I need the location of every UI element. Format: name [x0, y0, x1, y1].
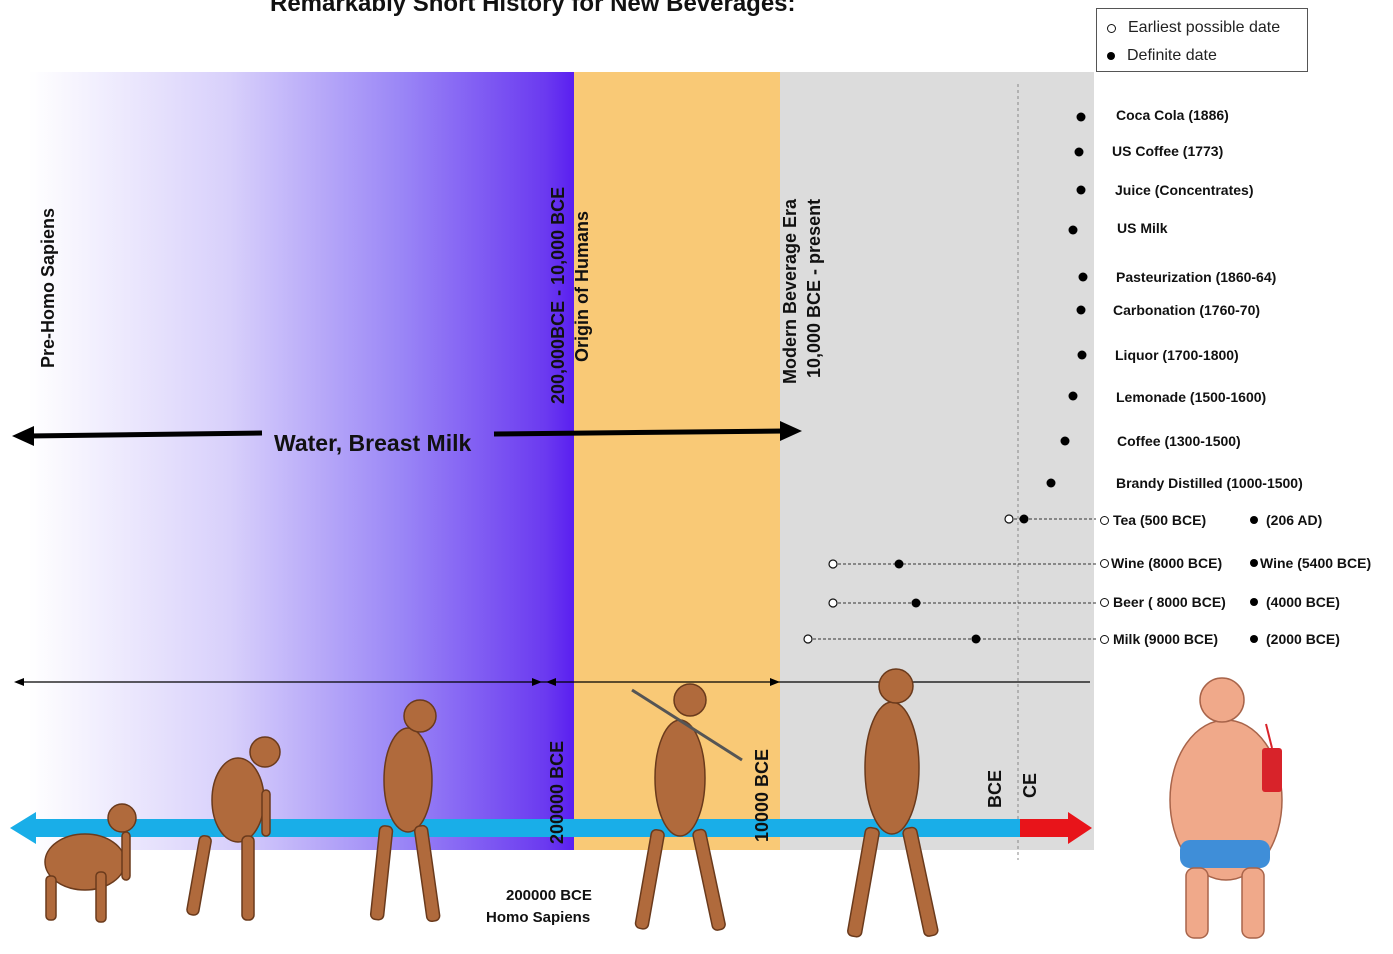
wine-earliest-text: Wine (8000 BCE)	[1111, 555, 1223, 571]
bce-timeline-arrow	[10, 812, 1020, 844]
open-dot-icon	[1100, 597, 1109, 607]
beverage-label-pasteurization: Pasteurization (1860-64)	[1116, 269, 1277, 285]
beverage-label-us-coffee: US Coffee (1773)	[1112, 143, 1224, 159]
pasteurization-dot	[1078, 272, 1088, 282]
legend-earliest: Earliest possible date	[1107, 19, 1280, 37]
beer-earliest-label: Beer ( 8000 BCE)	[1100, 594, 1226, 610]
open-dot-icon	[1100, 558, 1109, 568]
milk-definite-label: (2000 BCE)	[1250, 631, 1340, 647]
legend-definite-label: Definite date	[1127, 47, 1217, 64]
milk-range	[803, 634, 1096, 644]
early-hominid-figure	[186, 736, 281, 921]
ce-timeline-arrow	[1020, 812, 1092, 844]
beverage-label-carbonation: Carbonation (1760-70)	[1113, 302, 1261, 318]
open-dot-icon	[1100, 515, 1109, 525]
beverage-label-brandy: Brandy Distilled (1000-1500)	[1116, 475, 1303, 491]
wine-earliest-label: Wine (8000 BCE)	[1100, 555, 1222, 571]
beer-range	[828, 598, 1096, 608]
timeline-10000-bce-label: 10000 BCE	[752, 748, 772, 842]
milk-definite-text: (2000 BCE)	[1266, 631, 1340, 647]
beverage-dots	[1046, 112, 1088, 488]
water-arrow	[12, 421, 802, 446]
tea-definite-label: (206 AD)	[1250, 512, 1322, 528]
filled-dot-icon	[1250, 559, 1258, 567]
modern-beverage-era-region	[780, 72, 1094, 850]
timeline-200000-bce-label: 200000 BCE	[547, 740, 567, 844]
filled-dot-icon	[1250, 598, 1258, 606]
beer-definite-label: (4000 BCE)	[1250, 594, 1340, 610]
homo-sapiens-year: 200000 BCE	[506, 887, 592, 904]
timeline-ce-label: CE	[1020, 772, 1040, 798]
legend-definite: Definite date	[1107, 47, 1217, 65]
us-coffee-dot	[1074, 147, 1084, 157]
modern-human-figure	[847, 668, 939, 938]
open-dot-icon	[1107, 23, 1116, 33]
filled-dot-icon	[1250, 635, 1258, 643]
carbonation-dot	[1076, 305, 1086, 315]
tea-range	[1004, 514, 1096, 524]
lemonade-dot	[1068, 391, 1078, 401]
timeline-bce-label: BCE	[985, 769, 1005, 808]
diagram-title: Remarkably Short History for New Beverag…	[270, 0, 796, 17]
tea-earliest-label: Tea (500 BCE)	[1100, 512, 1206, 528]
filled-dot-icon	[1107, 52, 1115, 60]
beverage-label-juice: Juice (Concentrates)	[1115, 182, 1254, 198]
wine-definite-label: Wine (5400 BCE)	[1250, 555, 1371, 571]
pre-homo-sapiens-region	[0, 72, 574, 850]
legend-earliest-label: Earliest possible date	[1128, 19, 1281, 36]
coffee-dot	[1060, 436, 1070, 446]
tea-definite-text: (206 AD)	[1266, 512, 1323, 528]
brandy-dot	[1046, 478, 1056, 488]
ape-figure	[44, 803, 137, 923]
us-milk-dot	[1068, 225, 1078, 235]
juice-dot	[1076, 185, 1086, 195]
milk-earliest-text: Milk (9000 BCE)	[1113, 631, 1219, 647]
wine-range	[828, 559, 1096, 569]
coca-cola-dot	[1076, 112, 1086, 122]
legend: Earliest possible date Definite date	[1096, 8, 1308, 72]
homo-sapiens-hunter-figure	[631, 683, 743, 931]
obese-human-figure	[1169, 677, 1283, 939]
soda-cup-icon	[1262, 748, 1282, 792]
beverage-label-coca-cola: Coca Cola (1886)	[1116, 107, 1229, 123]
beverage-label-lemonade: Lemonade (1500-1600)	[1116, 389, 1267, 405]
liquor-dot	[1077, 350, 1087, 360]
era-span-arrows	[14, 678, 1090, 686]
tea-earliest-text: Tea (500 BCE)	[1113, 512, 1207, 528]
beer-earliest-text: Beer ( 8000 BCE)	[1113, 594, 1226, 610]
homo-sapiens-name: Homo Sapiens	[486, 909, 591, 926]
milk-earliest-label: Milk (9000 BCE)	[1100, 631, 1218, 647]
beverage-label-liquor: Liquor (1700-1800)	[1115, 347, 1239, 363]
archaic-human-figure	[369, 699, 441, 923]
filled-dot-icon	[1250, 516, 1258, 524]
beverage-label-us-milk: US Milk	[1117, 220, 1168, 236]
beer-definite-text: (4000 BCE)	[1266, 594, 1340, 610]
wine-definite-text: Wine (5400 BCE)	[1260, 555, 1372, 571]
open-dot-icon	[1100, 634, 1109, 644]
beverage-label-coffee: Coffee (1300-1500)	[1117, 433, 1241, 449]
water-breast-milk-label: Water, Breast Milk	[274, 430, 472, 456]
